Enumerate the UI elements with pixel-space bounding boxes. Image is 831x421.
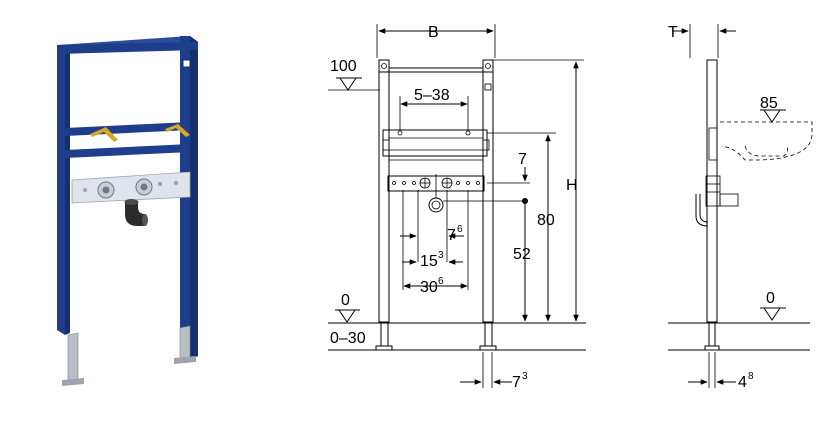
side-basin-outline bbox=[720, 121, 813, 161]
svg-text:4: 4 bbox=[738, 374, 747, 391]
depth-label: T bbox=[668, 24, 678, 41]
height-label: H bbox=[566, 177, 578, 194]
tap-connector-right bbox=[135, 178, 153, 196]
frame-right-post bbox=[180, 36, 190, 362]
frame-illustration bbox=[57, 36, 198, 386]
frame-left-post bbox=[57, 45, 65, 335]
svg-text:6: 6 bbox=[457, 224, 463, 235]
front-view-drawing: 100 0 0–30 B 5–38 H 80 52 bbox=[328, 24, 586, 391]
floor-range-label: 0–30 bbox=[330, 330, 366, 347]
side-post bbox=[706, 59, 718, 323]
svg-text:3: 3 bbox=[438, 250, 444, 261]
svg-text:30: 30 bbox=[420, 279, 438, 296]
level-mark-100: 100 bbox=[330, 58, 362, 91]
svg-text:6: 6 bbox=[438, 276, 444, 287]
adjustable-foot-right bbox=[179, 325, 191, 363]
svg-text:15: 15 bbox=[420, 253, 438, 270]
fixing-spacing-label: 5–38 bbox=[414, 87, 450, 104]
svg-text:80: 80 bbox=[537, 212, 555, 229]
adjustable-foot-left bbox=[67, 332, 79, 383]
tap-connector-left bbox=[97, 181, 115, 199]
svg-text:0: 0 bbox=[341, 292, 350, 309]
svg-text:7: 7 bbox=[512, 374, 521, 391]
mounting-plate bbox=[71, 171, 191, 204]
svg-text:100: 100 bbox=[330, 58, 357, 75]
svg-text:85: 85 bbox=[760, 95, 778, 112]
svg-text:52: 52 bbox=[513, 246, 531, 263]
level-mark-85: 85 bbox=[760, 95, 786, 123]
svg-text:0: 0 bbox=[766, 290, 775, 307]
svg-text:8: 8 bbox=[748, 371, 754, 382]
side-view-drawing: T 85 0 bbox=[668, 24, 813, 391]
drain-elbow bbox=[124, 199, 148, 226]
brass-fixing-rod-right bbox=[165, 124, 190, 137]
frame-crossbar-lower bbox=[65, 144, 190, 158]
level-mark-0: 0 bbox=[335, 292, 360, 323]
svg-text:7: 7 bbox=[518, 151, 527, 168]
width-label: B bbox=[428, 24, 439, 41]
side-level-mark-0: 0 bbox=[760, 290, 786, 321]
brass-fixing-rod-left bbox=[90, 127, 118, 142]
side-drain-pipe bbox=[699, 194, 709, 223]
front-drain-outlet bbox=[428, 197, 444, 213]
svg-text:3: 3 bbox=[522, 371, 528, 382]
svg-text:7: 7 bbox=[447, 227, 456, 244]
frame-bolt bbox=[182, 59, 191, 68]
